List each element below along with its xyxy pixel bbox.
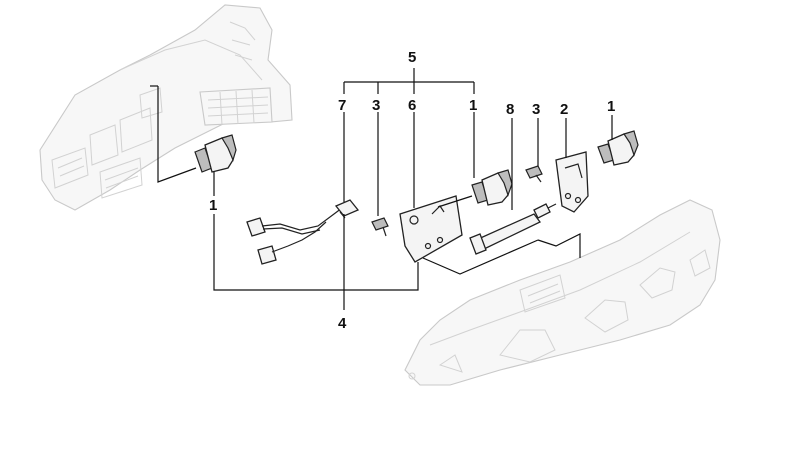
bracket-part-2 [555,151,589,213]
switch-part-1-left [194,134,237,173]
callout-3-right: 3 [532,101,540,118]
bracket-part-6 [399,195,463,263]
callout-4: 4 [338,315,347,332]
switch-part-1-right [597,130,639,166]
callout-2: 2 [560,101,568,118]
lock-cylinder-part-8 [469,203,557,255]
callout-7: 7 [338,97,346,114]
screw-part-3-right [525,165,543,183]
lower-trim-panel-ghost [404,199,721,386]
callout-1-left: 1 [209,197,217,214]
leader-lines [150,68,613,310]
callout-1-center: 1 [469,97,477,114]
callout-5: 5 [408,49,416,66]
callout-1-right: 1 [607,98,615,115]
callout-3-left: 3 [372,97,380,114]
upper-dash-panel-ghost [39,4,293,211]
screw-part-3-left [371,217,389,237]
cable-harness-part-7 [246,199,360,265]
callout-8: 8 [506,101,514,118]
switch-part-1-center [471,169,513,206]
callout-6: 6 [408,97,416,114]
